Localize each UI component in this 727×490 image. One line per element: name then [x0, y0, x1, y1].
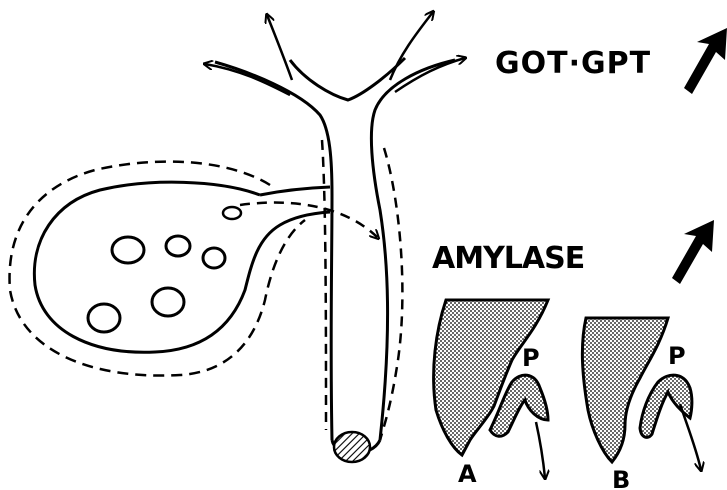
gallstone: [88, 304, 120, 332]
up-arrow-icon: [672, 220, 714, 284]
gallstone: [203, 248, 225, 268]
bile-duct-left-wall: [215, 62, 332, 440]
backflow-arrow: [205, 64, 290, 95]
up-arrow-icon: [684, 28, 727, 94]
gallstone: [152, 288, 184, 316]
backflow-arrow: [267, 15, 292, 80]
inset-b-papilla-label: P: [668, 342, 686, 370]
impacted-stone: [334, 432, 370, 462]
backflow-arrow: [395, 58, 465, 92]
inset-b-label: B: [612, 466, 630, 490]
dashed-flow-arrow: [240, 203, 378, 238]
inset-b-papilla: [640, 375, 692, 437]
dashed-flow-left: [322, 140, 326, 430]
gallstone: [166, 236, 190, 256]
gallbladder: [34, 182, 330, 352]
cystic-duct: [260, 187, 330, 195]
enzymes-bottom-label: AMYLASE: [432, 241, 584, 276]
inset-a-label: A: [458, 460, 477, 488]
inset-a-papilla-label: P: [522, 344, 540, 372]
gallstone: [112, 237, 144, 263]
inset-a-flow-arrow: [536, 422, 545, 478]
gallstone-small: [223, 207, 241, 219]
enzymes-top-label: GOT·GPT: [495, 46, 651, 81]
